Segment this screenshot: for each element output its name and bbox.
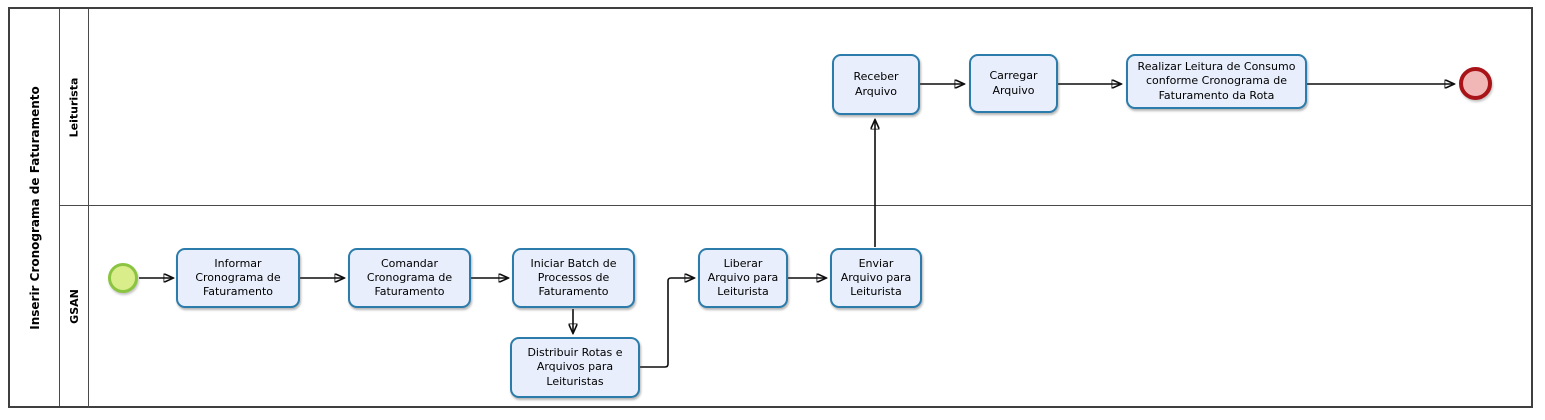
task-liberar-arquivo: Liberar Arquivo para Leiturista xyxy=(698,248,788,308)
lane-leiturista-label: Leiturista xyxy=(67,77,81,137)
lane-gsan-label: GSAN xyxy=(67,289,81,324)
lane-label-gsan: GSAN xyxy=(60,205,89,408)
end-event xyxy=(1459,67,1492,100)
task-realizar-leitura: Realizar Leitura de Consumo conforme Cro… xyxy=(1126,54,1307,109)
task-informar-cronograma: Informar Cronograma de Faturamento xyxy=(176,248,300,308)
task-distribuir-rotas: Distribuir Rotas e Arquivos para Leituri… xyxy=(510,337,640,398)
task-comandar-cronograma: Comandar Cronograma de Faturamento xyxy=(348,248,471,308)
pool-inserir-cronograma: Inserir Cronograma de Faturamento Leitur… xyxy=(8,7,1533,408)
lane-divider xyxy=(60,205,1533,206)
task-carregar-arquivo: Carregar Arquivo xyxy=(969,54,1058,113)
task-enviar-arquivo: Enviar Arquivo para Leiturista xyxy=(830,248,922,308)
pool-title-cell: Inserir Cronograma de Faturamento xyxy=(10,9,60,406)
pool-title: Inserir Cronograma de Faturamento xyxy=(27,85,42,330)
task-receber-arquivo: Receber Arquivo xyxy=(832,54,920,115)
start-event xyxy=(108,263,138,293)
lane-label-leiturista: Leiturista xyxy=(60,9,89,205)
task-iniciar-batch: Iniciar Batch de Processos de Faturament… xyxy=(512,248,635,308)
